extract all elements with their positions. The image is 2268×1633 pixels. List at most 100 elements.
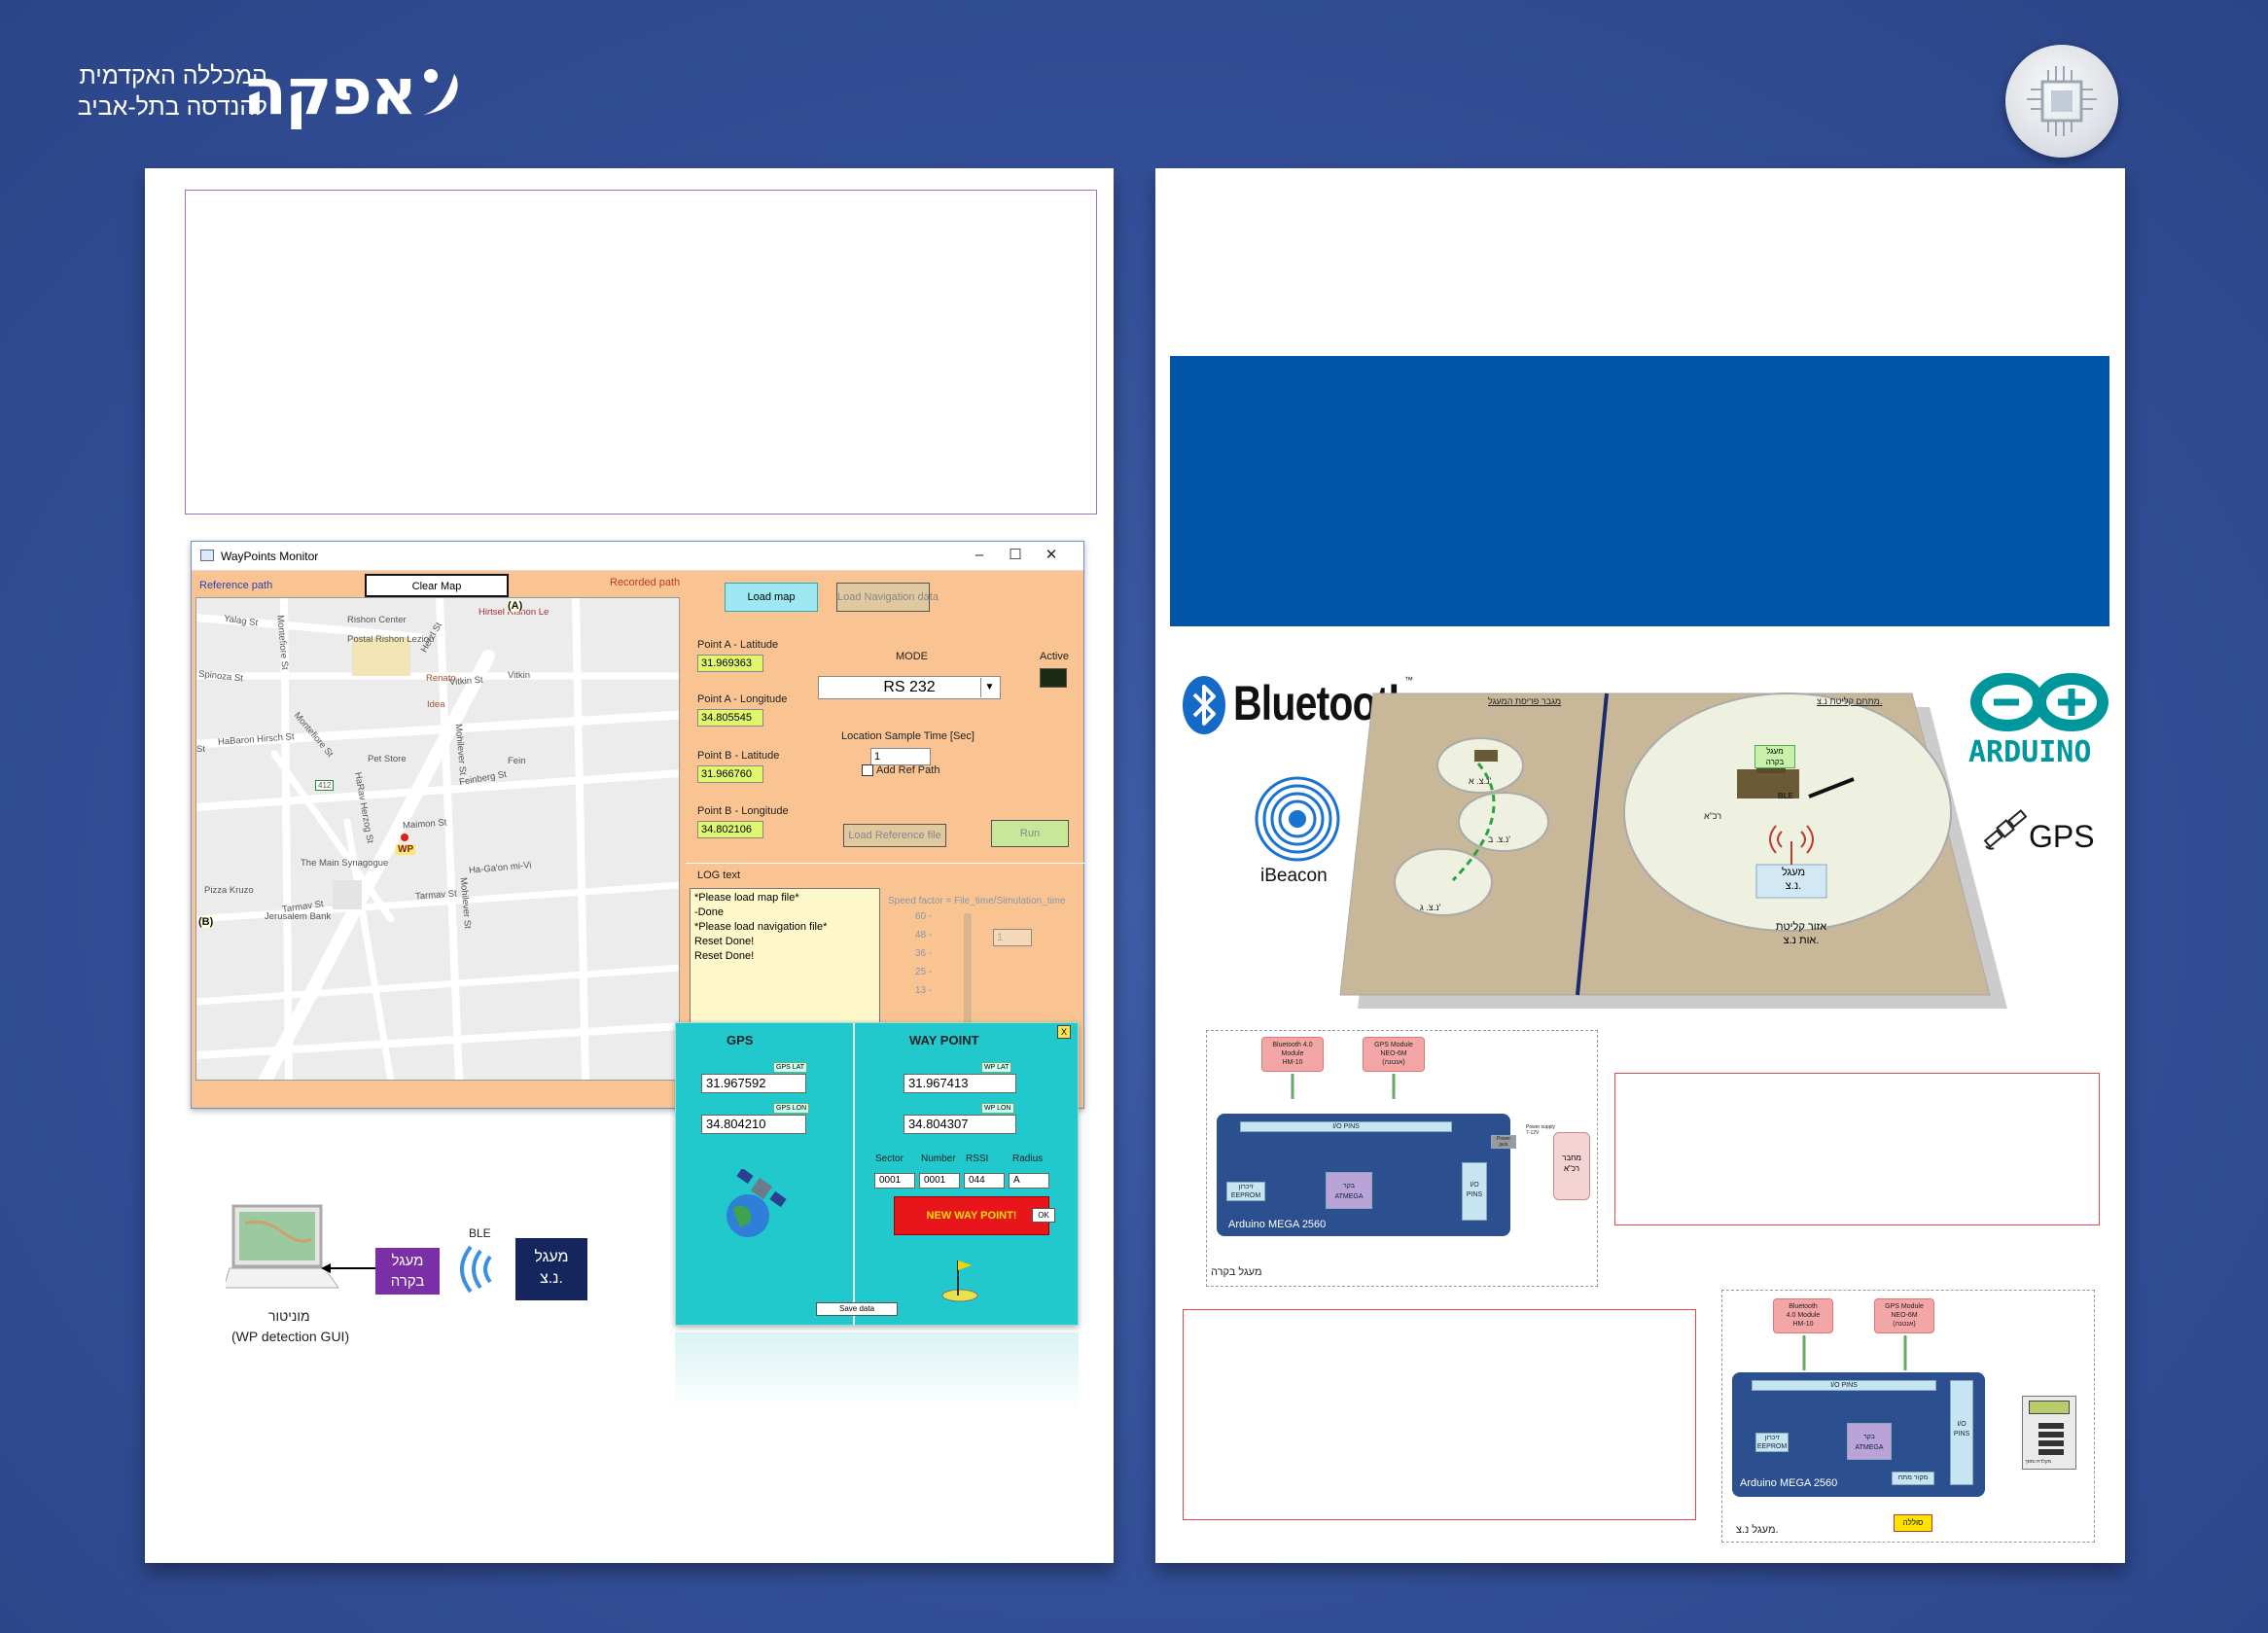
wp-lon-tag: WP LON [981, 1103, 1014, 1114]
ok-button[interactable]: OK [1032, 1208, 1055, 1223]
panel-close-button[interactable]: X [1057, 1025, 1071, 1039]
speed-tick: 25 - [915, 967, 933, 977]
scene-nz-a: נ.צ. א' [1469, 776, 1492, 786]
board-label-control: Arduino MEGA 2560 [1228, 1219, 1327, 1230]
radius-field[interactable]: A [1009, 1173, 1049, 1189]
gps-module-box: GPS Module NEO-6M (אנטנה) [1363, 1037, 1425, 1072]
wp-lon-field[interactable]: 34.804307 [904, 1115, 1016, 1134]
maximize-icon[interactable]: ☐ [1009, 547, 1022, 563]
college-logo: המכללה האקדמית להנדסה בתל-אביב אפקה [78, 54, 462, 129]
gps-lat-field[interactable]: 31.967592 [701, 1074, 806, 1093]
map-streets [196, 598, 679, 1080]
clear-map-button[interactable]: Clear Map [365, 574, 509, 597]
load-map-button[interactable]: Load map [725, 583, 818, 612]
gps-wordmark: GPS [2029, 819, 2095, 854]
divider [686, 863, 1085, 864]
arduino-wordmark: ARDUINO [1968, 735, 2092, 769]
log-line: *Please load navigation file* [694, 921, 828, 933]
window-titlebar: WayPoints Monitor – ☐ ✕ [192, 542, 1083, 571]
tm-mark: ™ [1404, 675, 1413, 685]
vehicle-connector-box: מחבר רכ"א [1553, 1132, 1590, 1200]
point-b-lat-label: Point B - Latitude [697, 750, 780, 762]
app-icon [200, 550, 214, 561]
chevron-down-icon[interactable]: ▼ [980, 678, 998, 697]
satellite-globe-icon [726, 1169, 787, 1237]
ibeacon-icon [1255, 776, 1340, 862]
window-title: WayPoints Monitor [221, 550, 319, 563]
scene-nz-b: נ.צ. ב' [1488, 834, 1511, 844]
arduino-infinity-icon [1970, 673, 2109, 731]
rssi-field[interactable]: 044 [964, 1173, 1005, 1189]
scene-right-title: מתחם קליטת נ.צ. [1817, 696, 1883, 706]
map-label: Jerusalem Bank [265, 911, 332, 922]
nz-loop-box: מעגל נ.צ. [515, 1238, 587, 1300]
scene-nz-tag: מעגל נ.צ. [1781, 867, 1806, 892]
map-label: The Main Synagogue [301, 858, 389, 869]
speed-slider[interactable]: 60 - 48 - 36 - 25 - 13 - [915, 911, 944, 1009]
speed-track[interactable] [964, 913, 972, 1030]
close-icon[interactable]: ✕ [1045, 547, 1058, 563]
left-text-box [185, 190, 1097, 515]
log-label: LOG text [697, 870, 741, 881]
sector-field[interactable]: 0001 [874, 1173, 915, 1189]
save-data-button[interactable]: Save data [816, 1302, 898, 1316]
point-a-lon-field[interactable]: 34.805545 [697, 709, 763, 727]
radius-label: Radius [1012, 1154, 1044, 1164]
scene-nz-c: נ.צ. ג' [1420, 903, 1441, 912]
control-diagram-caption: מעגל בקרה [1211, 1266, 1262, 1278]
add-ref-path-checkbox[interactable] [862, 764, 873, 776]
sample-time-field[interactable]: 1 [870, 748, 931, 765]
bluetooth-module-box: Bluetooth 4.0 Module HM-10 [1261, 1037, 1324, 1072]
monitor-label: מוניטור [268, 1308, 310, 1324]
io-pins-bar: I/O PINS [1240, 1121, 1452, 1132]
map-label: Postal Rishon Lezion [347, 634, 435, 645]
power-jack-box: Power jack [1491, 1135, 1516, 1149]
io-pins-vertical: I/O PINS [1950, 1380, 1973, 1485]
sector-label: Sector [875, 1154, 904, 1164]
gps-module-box: GPS Module NEO-6M (אנטנה) [1874, 1298, 1934, 1333]
waypoint-dot-icon [401, 834, 408, 841]
flag-icon [941, 1260, 978, 1302]
point-a-lat-field[interactable]: 31.969363 [697, 655, 763, 672]
battery-box: סוללה [1894, 1514, 1932, 1532]
map-label: Rishon Center [347, 615, 407, 625]
load-reference-button[interactable]: Load Reference file [843, 824, 946, 847]
waypoints-monitor-window: WayPoints Monitor – ☐ ✕ Reference path C… [191, 541, 1085, 1118]
point-b-lat-field[interactable]: 31.966760 [697, 765, 763, 783]
map-label: St [196, 744, 205, 755]
map-label: Idea [427, 699, 445, 710]
scene-ble-label: BLE [1778, 792, 1793, 800]
waypoint-marker[interactable]: WP [396, 844, 416, 855]
rssi-label: RSSI [966, 1154, 989, 1164]
marker-b: (B) [198, 916, 214, 928]
scene-left-title: מגבר פריסת המעגל [1488, 696, 1562, 706]
wp-lat-field[interactable]: 31.967413 [904, 1074, 1016, 1093]
run-button[interactable]: Run [991, 820, 1069, 847]
load-navigation-button[interactable]: Load Navigation data [836, 583, 939, 612]
map-view[interactable]: Yalag St Montefiore St Rishon Center Pos… [195, 597, 680, 1081]
minimize-icon[interactable]: – [975, 547, 984, 563]
speed-value-field[interactable]: 1 [993, 929, 1032, 946]
ibeacon-label: iBeacon [1260, 866, 1328, 886]
active-label: Active [1040, 651, 1069, 662]
map-label: Renato [426, 673, 456, 684]
ble-signal-icon [460, 1245, 492, 1294]
point-b-lon-label: Point B - Longitude [697, 805, 789, 817]
number-field[interactable]: 0001 [919, 1173, 960, 1189]
log-line: -Done [694, 906, 724, 918]
marker-a: (A) [508, 600, 523, 612]
control-loop-diagram: Bluetooth 4.0 Module HM-10 GPS Module NE… [1206, 1030, 1598, 1287]
eeprom-box: זיכרון EEPROM [1755, 1433, 1789, 1452]
eeprom-box: זיכרון EEPROM [1226, 1182, 1265, 1201]
keypad-label: מקלדת ומסך [2025, 1459, 2052, 1465]
point-b-lon-field[interactable]: 34.802106 [697, 821, 763, 838]
afeka-mark-icon [423, 69, 458, 115]
scene-reception-label: אזור קליטת אות נ.צ. [1775, 921, 1827, 946]
point-a-lat-label: Point A - Latitude [697, 639, 779, 651]
gps-lon-field[interactable]: 34.804210 [701, 1115, 806, 1134]
monitor-sub-label: (WP detection GUI) [231, 1329, 350, 1344]
power-supply-label: Power supply 7-12V [1526, 1124, 1556, 1136]
mode-select[interactable]: RS 232▼ [818, 676, 1001, 699]
ibeacon-logo: iBeacon [1251, 776, 1344, 889]
recorded-path-label: Recorded path [610, 577, 681, 588]
